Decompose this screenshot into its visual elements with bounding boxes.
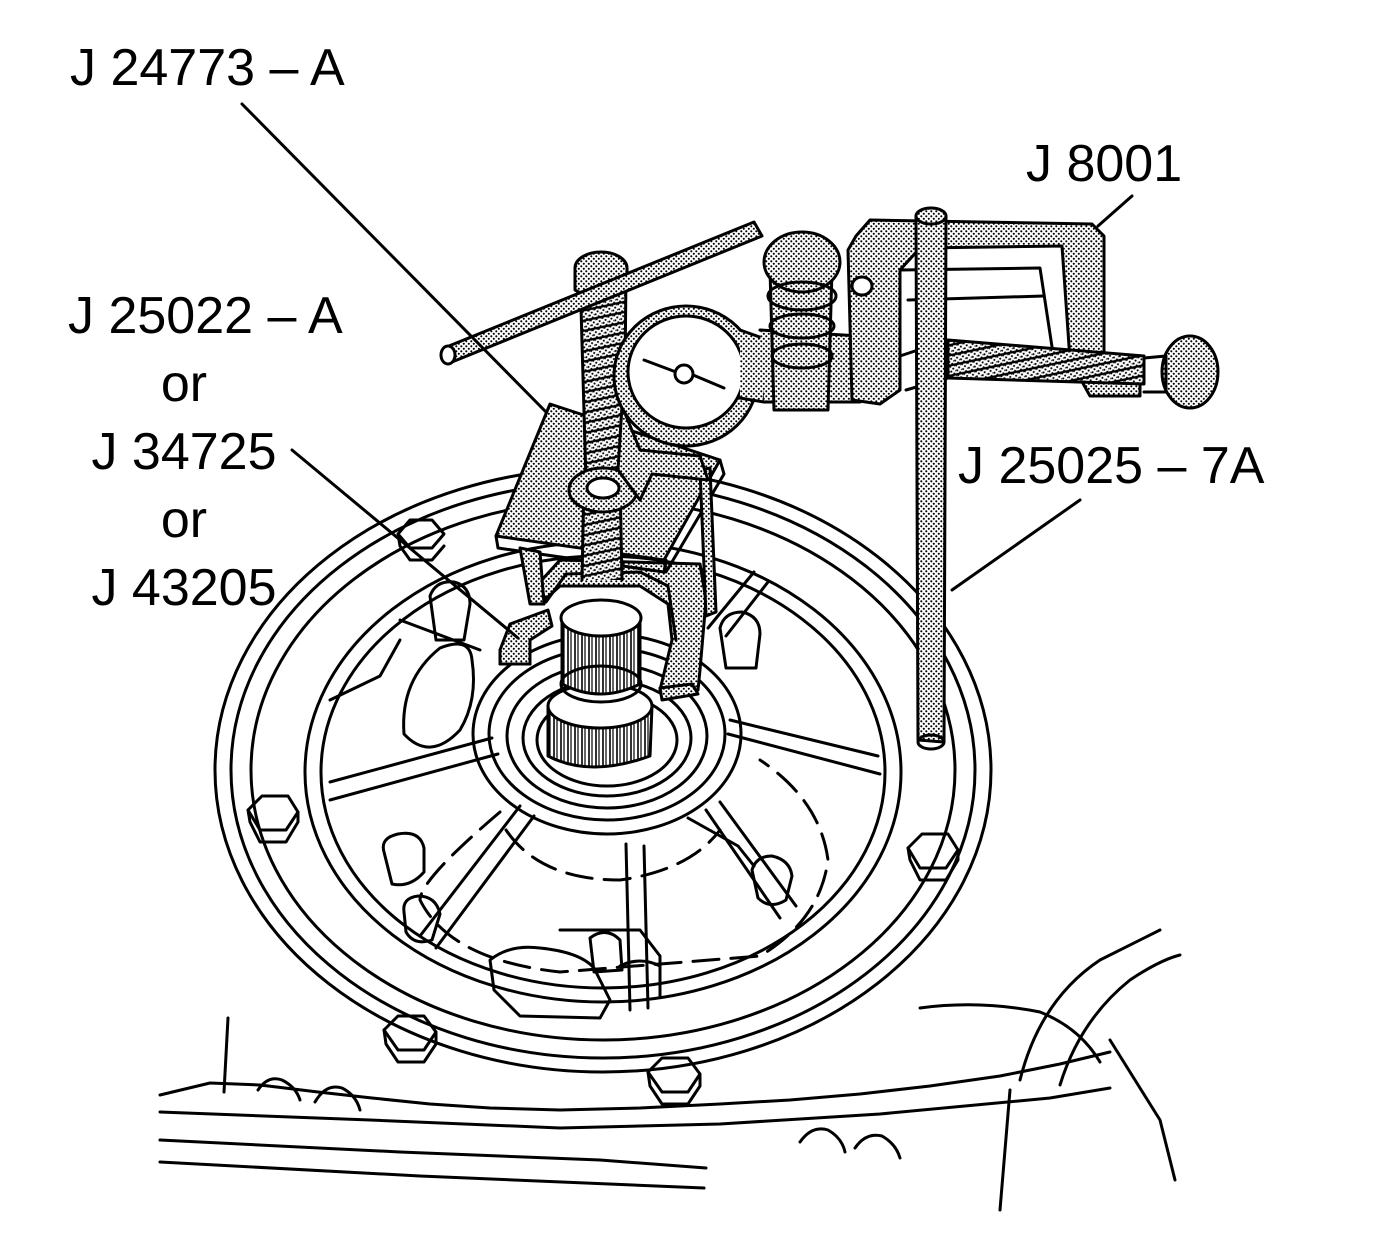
- bolt-heads: [246, 518, 960, 1106]
- leader-lines: [240, 102, 1134, 640]
- callout-line: J 34725: [91, 423, 277, 481]
- t-handle: [439, 220, 764, 366]
- clamp-frame: [846, 218, 1220, 410]
- support-post: [914, 206, 948, 751]
- leader-puller: [240, 102, 548, 414]
- callout-line: J 25022 – A: [68, 287, 343, 345]
- callout-dial-indicator: J 8001: [1026, 135, 1183, 193]
- leader-remover: [290, 448, 520, 640]
- pump-ribs: [328, 570, 882, 1012]
- indicator-stem: [762, 230, 842, 412]
- case-base: [158, 928, 1182, 1212]
- callout-line: or: [160, 491, 208, 549]
- callout-puller: J 24773 – A: [70, 39, 345, 97]
- dashed-outline: [418, 758, 830, 974]
- callout-line: J 43205: [91, 559, 277, 617]
- callout-line: or: [160, 355, 208, 413]
- leader-gauge: [1096, 194, 1134, 228]
- pump-pockets: [381, 580, 794, 1020]
- input-shaft: [546, 598, 654, 769]
- callout-post: J 25025 – 7A: [958, 437, 1265, 495]
- callout-bearing-remover: J 25022 – A or J 34725 or J 43205: [68, 282, 343, 622]
- leader-post: [950, 498, 1082, 592]
